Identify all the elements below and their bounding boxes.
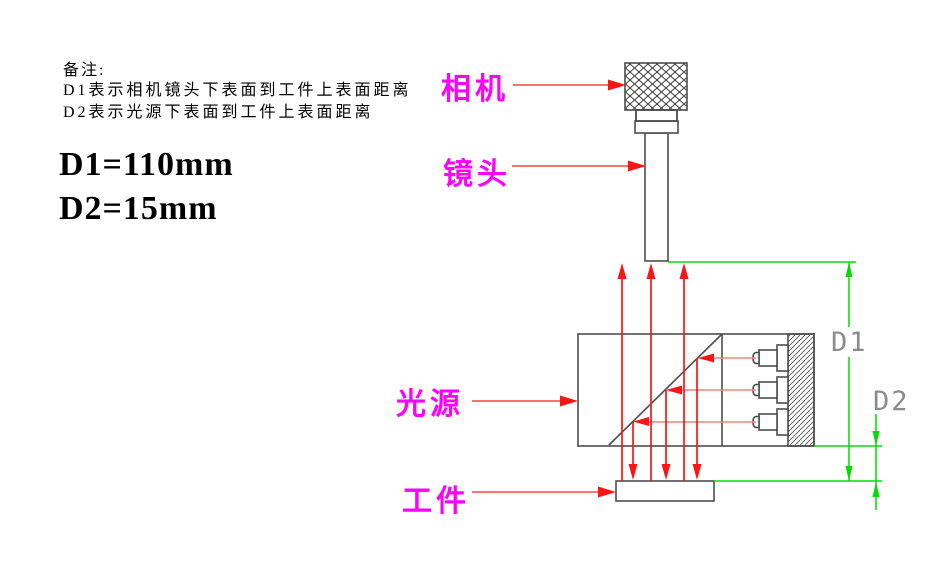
spec-d1-value: D1=110mm <box>59 146 234 183</box>
dimension-d1-text: D1 <box>831 327 868 358</box>
dimension-d2-line <box>872 414 880 510</box>
note-d2-definition: D2表示光源下表面到工件上表面距离 <box>63 104 374 121</box>
camera-assembly <box>624 62 688 262</box>
camera-label: 相机 <box>441 73 509 106</box>
workpiece-block <box>615 480 715 502</box>
lens-collar <box>634 120 679 134</box>
notes-title: 备注: <box>63 62 106 79</box>
camera-leader-arrow <box>513 79 626 91</box>
workpiece-leader-arrow <box>472 486 616 498</box>
led-bottom <box>752 408 789 436</box>
dimension-extension-lines <box>668 261 882 482</box>
workpiece-label: 工件 <box>402 485 470 518</box>
lens-barrel <box>644 132 669 262</box>
light-source-label: 光源 <box>396 388 464 421</box>
downward-illumination-rays <box>628 358 702 480</box>
dimension-d1-line <box>845 262 853 481</box>
lens-label: 镜头 <box>443 158 511 191</box>
dimension-d2-text: D2 <box>873 386 910 417</box>
led-middle <box>752 376 789 404</box>
camera-mount-thread <box>635 109 678 122</box>
spec-d2-value: D2=15mm <box>59 190 218 227</box>
beamsplitter-diagonal <box>608 333 723 446</box>
lens-leader-arrow <box>512 160 646 172</box>
camera-body <box>624 62 688 111</box>
light-source-leader-arrow <box>472 395 578 407</box>
upward-reflected-rays <box>617 263 689 481</box>
note-d1-definition: D1表示相机镜头下表面到工件上表面距离 <box>63 82 412 99</box>
led-wall-hatched <box>787 333 815 447</box>
